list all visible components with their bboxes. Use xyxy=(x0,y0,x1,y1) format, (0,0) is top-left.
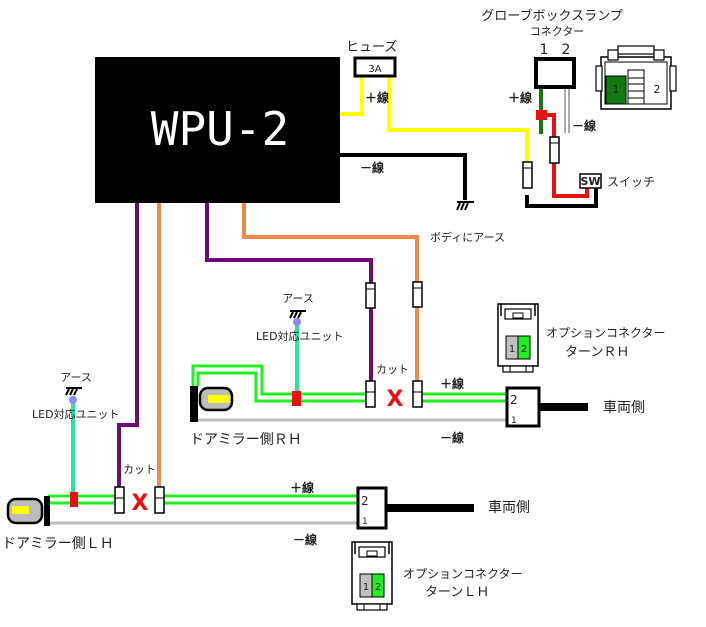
rh-option-connector-icon xyxy=(497,303,539,373)
fuse-rating: 3A xyxy=(368,64,381,75)
glovebox-inline-connector-red xyxy=(549,136,560,164)
rh-ground-label: アース xyxy=(282,292,314,305)
lh-mirror-label: ドアミラー側ＬＨ xyxy=(2,536,114,552)
rh-minus-label: －線 xyxy=(440,430,464,445)
lh-ground-label: アース xyxy=(60,371,92,384)
rh-cut-mark: X xyxy=(387,387,404,412)
fuse-label: ヒューズ xyxy=(346,39,397,55)
red-wire-to-switch xyxy=(540,113,589,198)
glovebox-connector-icon xyxy=(595,45,677,110)
rh-inline-connector-purple-top xyxy=(365,282,376,309)
glovebox-minus-label: －線 xyxy=(572,118,596,133)
lh-minus-label: －線 xyxy=(293,532,317,547)
glovebox-title-line1: グローブボックスランプ xyxy=(481,8,622,24)
switch-label: スイッチ xyxy=(607,175,655,189)
lh-mirror-mount xyxy=(44,496,50,526)
purple-wire-lh xyxy=(117,203,139,488)
rh-mirror-label: ドアミラー側ＲＨ xyxy=(190,432,302,448)
glovebox-pin1-label: 1 xyxy=(540,42,549,58)
lh-option-connector-line1: オプションコネクター xyxy=(403,567,523,581)
lh-vehicle-connector xyxy=(356,486,388,530)
lh-cut-label: カット xyxy=(123,463,156,476)
rh-vehicle-connector xyxy=(505,386,541,428)
glovebox-connector-pin1: 1 xyxy=(613,83,620,96)
rh-ground-icon xyxy=(289,310,306,319)
rh-inline-connector-orange-top xyxy=(412,281,423,308)
lh-ground-icon xyxy=(65,387,82,396)
switch-box-label: SW xyxy=(580,175,600,188)
wpu-unit-name: WPU-2 xyxy=(151,102,289,156)
lh-option-pin1: 1 xyxy=(363,582,369,593)
wpu-minus-wire-label: －線 xyxy=(360,160,384,175)
lh-option-pin2: 2 xyxy=(375,582,381,593)
rh-ground-dot xyxy=(293,318,301,326)
yellow-wire-fuse-to-switch xyxy=(387,76,529,167)
lh-splice xyxy=(70,492,78,507)
glovebox-pin2-label: 2 xyxy=(562,42,571,58)
rh-inline-connector-orange-cut xyxy=(412,380,423,408)
lh-option-connector-icon xyxy=(351,541,393,611)
wpu-unit-box xyxy=(95,57,340,203)
lh-plus-label: ＋線 xyxy=(290,480,314,495)
lh-ground-dot xyxy=(69,396,77,404)
glovebox-connector xyxy=(534,57,576,89)
rh-cut-label: カット xyxy=(376,363,409,376)
rh-splice xyxy=(292,391,301,406)
rh-connector-pin1: 1 xyxy=(511,416,517,426)
lh-option-connector-line2: ターンＬＨ xyxy=(425,585,489,600)
rh-led-unit-label: LED対応ユニット xyxy=(256,329,344,343)
black-minus-wire-to-ground xyxy=(340,153,467,200)
rh-option-connector-line1: オプションコネクター xyxy=(546,326,666,340)
glovebox-inline-connector-yellow xyxy=(522,161,533,189)
rh-inline-connector-purple-cut xyxy=(365,380,376,408)
wpu-plus-wire-label: ＋線 xyxy=(365,90,389,105)
rh-connector-pin2: 2 xyxy=(510,393,518,407)
rh-mirror-lamp-led xyxy=(208,395,230,403)
glovebox-title-line2: コネクター xyxy=(530,25,585,38)
yellow-plus-wire-to-fuse xyxy=(340,76,364,116)
lh-connector-pin2: 2 xyxy=(361,494,369,508)
lh-vehicle-label: 車両側 xyxy=(488,499,530,516)
switch-box xyxy=(579,173,602,189)
black-wire-to-switch xyxy=(525,186,598,208)
body-ground-label: ボディにアース xyxy=(430,230,505,244)
lh-mirror-lamp-led xyxy=(12,506,29,514)
rh-option-connector-line2: ターンＲＨ xyxy=(565,345,629,360)
lh-inline-connector-orange-cut xyxy=(154,486,165,514)
lh-cut-mark: X xyxy=(132,491,149,516)
orange-wire-rh xyxy=(242,203,419,383)
rh-plus-label: ＋線 xyxy=(440,376,464,391)
rh-option-pin1: 1 xyxy=(509,344,515,355)
body-ground-icon xyxy=(456,201,474,211)
lh-led-unit-label: LED対応ユニット xyxy=(32,407,120,421)
rh-vehicle-label: 車両側 xyxy=(603,399,645,416)
glovebox-connector-pin2: 2 xyxy=(654,83,661,96)
purple-wire-rh xyxy=(205,203,373,383)
fuse-box xyxy=(353,56,397,78)
lh-inline-connector-purple-cut xyxy=(114,486,125,514)
glovebox-plus-label: ＋線 xyxy=(508,90,532,105)
rh-option-pin2: 2 xyxy=(521,344,527,355)
glovebox-splice xyxy=(536,110,547,120)
lh-connector-pin1: 1 xyxy=(362,517,368,527)
rh-mirror-mount xyxy=(190,386,198,422)
